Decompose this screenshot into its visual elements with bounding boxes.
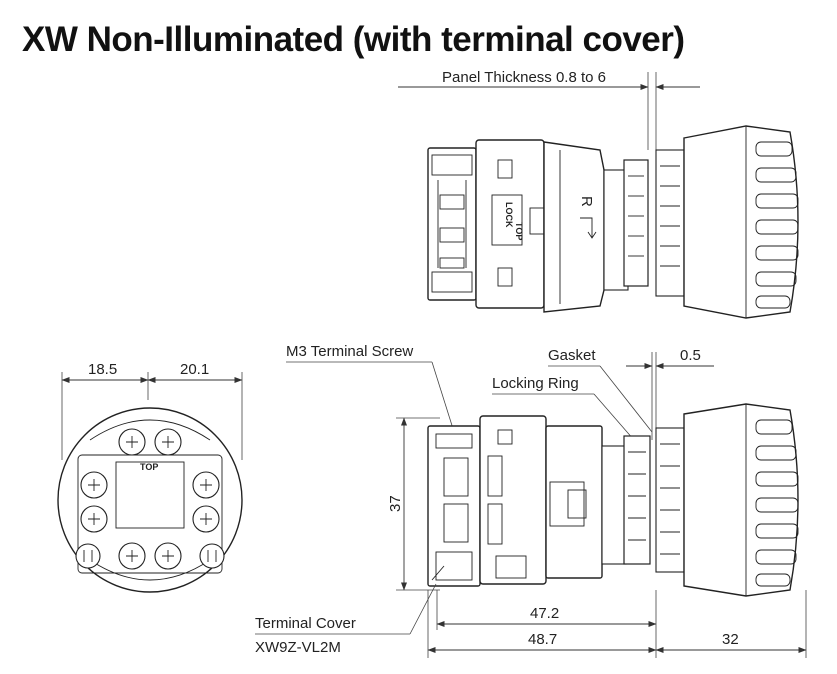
gasket-label: Gasket <box>548 347 596 364</box>
m3-terminal-screw-label: M3 Terminal Screw <box>286 343 413 360</box>
locking-ring-label: Locking Ring <box>492 375 579 392</box>
dim-operator-length: 32 <box>722 631 739 648</box>
terminal-end-view: 18.5 20.1 TOP <box>57 361 243 593</box>
terminal-screws <box>75 428 225 570</box>
terminal-cover-label: Terminal Cover <box>255 615 356 632</box>
top-side-view: Panel Thickness 0.8 to 6 LOCK TOP R <box>398 69 799 319</box>
terminal-cover-part-number: XW9Z-VL2M <box>255 639 341 656</box>
dim-left-width: 18.5 <box>88 361 117 378</box>
panel-thickness-label: Panel Thickness 0.8 to 6 <box>442 69 606 86</box>
page-title: XW Non-Illuminated (with terminal cover) <box>22 20 685 59</box>
dim-body-length-to-ring: 47.2 <box>530 605 559 622</box>
top-marking-end: TOP <box>140 462 158 472</box>
lock-marking: LOCK <box>504 202 514 228</box>
dim-height: 37 <box>387 495 404 512</box>
bottom-side-view: M3 Terminal Screw Gasket Locking Ring 0.… <box>255 343 807 658</box>
dim-gasket-thickness: 0.5 <box>680 347 701 364</box>
dim-body-length: 48.7 <box>528 631 557 648</box>
dim-right-width: 20.1 <box>180 361 209 378</box>
top-marking: TOP <box>514 222 524 240</box>
r-marking: R <box>578 196 595 207</box>
